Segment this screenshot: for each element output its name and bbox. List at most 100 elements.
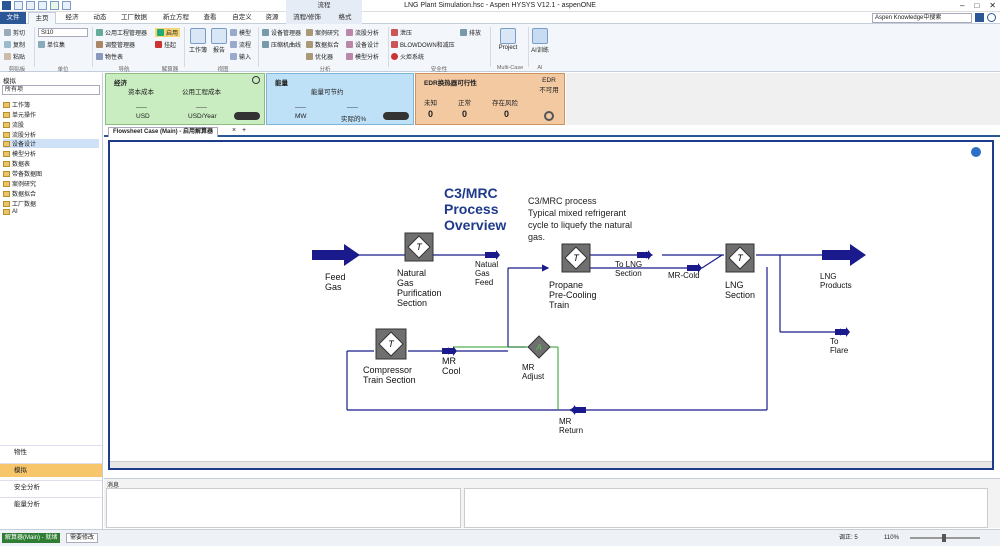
component-manager-button[interactable]: 公用工程管理器: [96, 28, 147, 37]
unit-sets-button[interactable]: 单位集: [38, 40, 65, 49]
to-flare-stream[interactable]: [835, 327, 850, 337]
tab-dynamics[interactable]: 动态: [93, 14, 107, 21]
case-study-button[interactable]: 案例研究: [306, 28, 339, 37]
tree-item-data-fits[interactable]: 数据拟合: [3, 189, 36, 198]
natural-gas-purification-block[interactable]: T: [404, 232, 434, 262]
mr-return-stream[interactable]: [571, 405, 586, 415]
info-icon[interactable]: [971, 147, 981, 157]
feed-gas-arrow[interactable]: [312, 244, 360, 266]
copy-button[interactable]: 复制: [4, 40, 25, 49]
project-button[interactable]: Project: [494, 28, 522, 51]
flare-system-button[interactable]: 火炬系统: [391, 52, 424, 61]
workbook-button[interactable]: 工作簿: [188, 28, 208, 54]
unit-set-select[interactable]: SI10: [38, 28, 88, 37]
undo-icon[interactable]: [26, 1, 35, 10]
energy-toggle[interactable]: [383, 112, 409, 120]
tab-resources[interactable]: 资源: [265, 14, 279, 21]
knowledge-search-input[interactable]: Aspen Knowledge中搜索: [872, 13, 972, 23]
tree-item-streams[interactable]: 流股: [3, 120, 24, 129]
tab-plant-data[interactable]: 工厂数据: [121, 14, 147, 21]
ai-train-button[interactable]: AI训练: [530, 28, 550, 54]
save-icon[interactable]: [14, 1, 23, 10]
paste-button[interactable]: 粘贴: [4, 52, 25, 61]
tree-item-strip-charts[interactable]: 带备数据图: [3, 169, 42, 178]
property-table-button[interactable]: 物性表: [96, 52, 123, 61]
reaction-manager-button[interactable]: 调整管理器: [96, 40, 135, 49]
app-icon[interactable]: [2, 1, 11, 10]
flowsheet-button[interactable]: 流程: [230, 40, 251, 49]
redo-icon[interactable]: [38, 1, 47, 10]
vent-button[interactable]: 排放: [460, 28, 481, 37]
tree-item-unit-ops[interactable]: 单元操作: [3, 110, 36, 119]
required-changes[interactable]: 需要修改: [66, 533, 99, 543]
minimize-icon[interactable]: –: [960, 1, 965, 10]
disable-icon[interactable]: [252, 76, 260, 84]
equipment-design-button[interactable]: 设备设计: [346, 40, 379, 49]
tab-customize[interactable]: 自定义: [232, 14, 252, 21]
add-tab-icon[interactable]: +: [242, 127, 247, 134]
blowdown-button[interactable]: BLOWDOWN和减压: [391, 40, 455, 49]
settings-gear-icon[interactable]: [544, 111, 554, 121]
economics-toggle[interactable]: [234, 112, 260, 120]
horizontal-scrollbar[interactable]: [110, 461, 992, 468]
folder-icon: [3, 190, 10, 197]
mr-cool-stream[interactable]: [442, 346, 457, 356]
nav-energy-analysis[interactable]: 能量分析: [0, 497, 102, 511]
run-icon[interactable]: [50, 1, 59, 10]
tab-equation[interactable]: 新立方程: [163, 14, 189, 21]
propane-precooling-block[interactable]: T: [561, 243, 591, 273]
lng-section-block[interactable]: T: [725, 243, 755, 273]
tree-item-case-studies[interactable]: 案例研究: [3, 179, 36, 188]
tab-format[interactable]: 格式: [328, 12, 362, 24]
stop-icon[interactable]: [62, 1, 71, 10]
mr-cold-stream[interactable]: [687, 263, 702, 273]
flowsheet-canvas[interactable]: T T T T A C3/MRC Process Overview C3/M: [108, 140, 994, 470]
messages-list[interactable]: [106, 488, 461, 528]
natural-gas-feed-stream[interactable]: [485, 250, 500, 260]
solver-hold-button[interactable]: 挂起: [155, 40, 176, 49]
help-icon[interactable]: [987, 13, 996, 22]
nav-simulation[interactable]: 模拟: [0, 463, 102, 477]
tab-view[interactable]: 查看: [203, 14, 217, 21]
tree-item-plant-data[interactable]: 工厂数据: [3, 199, 36, 208]
natural-gas-feed-label: Gas: [475, 269, 490, 278]
relief-button[interactable]: 泄压: [391, 28, 412, 37]
maximize-icon[interactable]: □: [974, 1, 980, 10]
edr-panel: EDR换热器可行性 EDR 不可用 未知 正常 存在风险 0 0 0: [415, 73, 565, 125]
compressor-curve-button[interactable]: 压缩机曲线: [262, 40, 301, 49]
to-lng-section-stream[interactable]: [637, 250, 652, 260]
tree-item-workbook[interactable]: 工作簿: [3, 100, 30, 109]
nav-safety-analysis[interactable]: 安全分析: [0, 480, 102, 494]
tab-flowsheet-main[interactable]: Flowsheet Case (Main) - 启用解算器: [108, 127, 219, 137]
tree-item-equipment-design[interactable]: 设备设计: [3, 139, 99, 148]
nav-properties[interactable]: 物性: [0, 445, 102, 459]
solver-status[interactable]: 解算器(Main) - 就绪: [2, 533, 61, 543]
flowsheet-analysis-button[interactable]: 流股分析: [346, 28, 379, 37]
tree-item-model-analysis[interactable]: 模型分析: [3, 149, 36, 158]
tab-economics[interactable]: 经济: [65, 14, 79, 21]
close-icon[interactable]: ✕: [989, 1, 996, 10]
model-button[interactable]: 模型: [230, 28, 251, 37]
compressor-train-block[interactable]: T: [375, 328, 407, 360]
tree-item-stream-analysis[interactable]: 流股分析: [3, 130, 36, 139]
cut-button[interactable]: 剪切: [4, 28, 25, 37]
optimizer-button[interactable]: 优化器: [306, 52, 333, 61]
data-fit-button[interactable]: 数据拟合: [306, 40, 339, 49]
search-icon[interactable]: [975, 13, 984, 22]
model-analysis-button[interactable]: 模型分析: [346, 52, 379, 61]
mr-adjust-block[interactable]: A: [527, 335, 551, 359]
tree-item-ai[interactable]: AI: [3, 209, 18, 215]
tab-file[interactable]: 文件: [0, 12, 26, 24]
filter-select[interactable]: 所有项: [2, 85, 100, 95]
zoom-slider-thumb[interactable]: [942, 534, 946, 542]
close-tab-icon[interactable]: ×: [232, 127, 237, 134]
solver-active-button[interactable]: 启用: [155, 28, 181, 37]
tree-item-data-tables[interactable]: 数据表: [3, 159, 30, 168]
report-button[interactable]: 报告: [210, 28, 228, 54]
tab-home[interactable]: 主页: [28, 12, 56, 24]
equipment-manager-button[interactable]: 设备管理器: [262, 28, 301, 37]
tab-flowsheet-modify[interactable]: 流程/修饰: [286, 12, 328, 24]
trace-window[interactable]: [464, 488, 988, 528]
lng-products-arrow[interactable]: [822, 244, 866, 266]
input-button[interactable]: 输入: [230, 52, 251, 61]
